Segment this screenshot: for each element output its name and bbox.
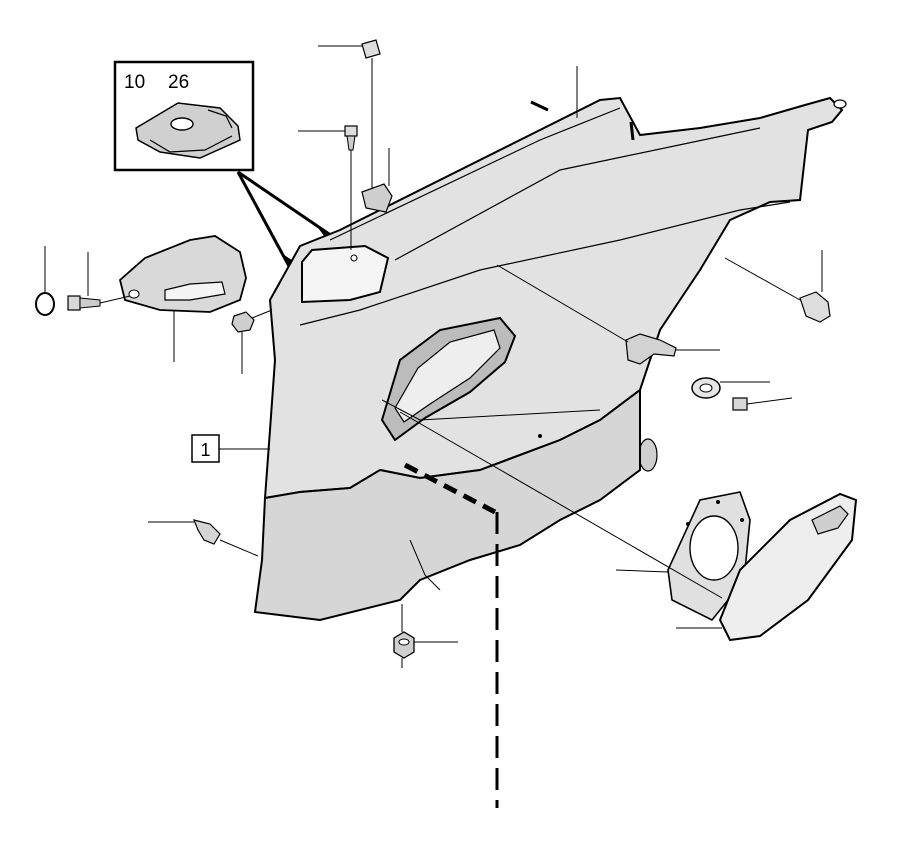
push-pin-icon [148, 519, 259, 557]
left-screw-icon [67, 252, 131, 311]
callout-number: 1 [200, 440, 210, 460]
top-rail-markers [530, 66, 847, 141]
hook-bracket-icon [496, 264, 720, 365]
nut-clip-icon [135, 102, 241, 159]
bracket-clip-icon [361, 148, 393, 213]
inset-detail-box: 10 26 [113, 60, 255, 172]
callout-1: 1 [191, 434, 270, 463]
speaker-gasket [615, 491, 751, 622]
grommet-icon [691, 377, 770, 399]
screw-top-icon [298, 125, 358, 250]
left-cover-piece [118, 235, 247, 362]
inset-label-26: 26 [168, 72, 189, 93]
bottom-nut-icon [393, 604, 458, 668]
quarter-trim-panel [253, 96, 844, 622]
dashed-reference-line [403, 462, 499, 808]
o-ring-icon [35, 246, 55, 316]
leader-line [399, 411, 723, 599]
top-clip-icon [318, 39, 381, 188]
push-nut-icon [231, 309, 273, 374]
speaker-grille [676, 492, 858, 642]
screw-right-icon [732, 397, 793, 411]
inset-label-10: 10 [124, 72, 145, 93]
right-clip-icon [724, 250, 831, 323]
